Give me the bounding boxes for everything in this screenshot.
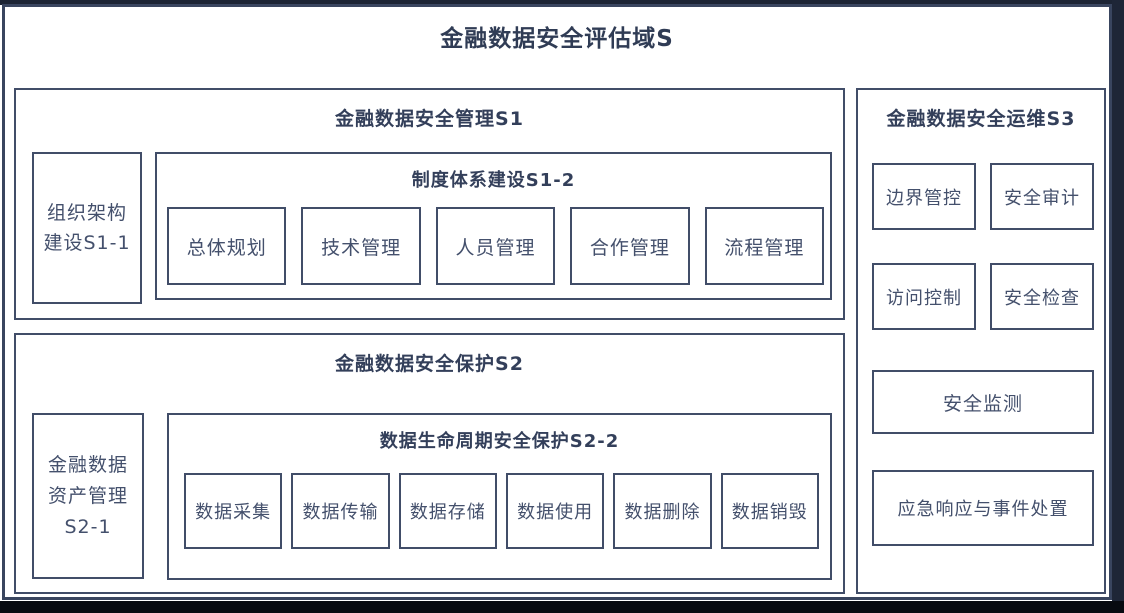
- s1-2-items-row: 总体规划 技术管理 人员管理 合作管理 流程管理: [167, 207, 825, 285]
- s2-2-item-data-deletion: 数据删除: [613, 473, 712, 549]
- window-top-edge: [0, 0, 1124, 5]
- s2-1-data-asset-management-box: 金融数据 资产管理 S2-1: [32, 413, 144, 579]
- diagram-title: 金融数据安全评估域S: [440, 26, 674, 52]
- s3-item-access-control: 访问控制: [872, 263, 976, 330]
- s1-2-item-overall-planning: 总体规划: [167, 207, 287, 285]
- s3-item-emergency-response: 应急响应与事件处置: [872, 470, 1094, 546]
- s1-2-item-technology-management: 技术管理: [301, 207, 421, 285]
- window-right-edge: [1112, 0, 1124, 613]
- s2-1-line1: 金融数据: [47, 453, 128, 476]
- s2-2-item-data-transmission: 数据传输: [291, 473, 390, 549]
- s2-2-title: 数据生命周期安全保护S2-2: [379, 431, 620, 452]
- s2-title: 金融数据安全保护S2: [335, 353, 524, 375]
- s2-2-item-data-collection: 数据采集: [184, 473, 283, 549]
- s3-item-security-inspection: 安全检查: [990, 263, 1094, 330]
- section-s1-security-management: 金融数据安全管理S1 组织架构 建设S1-1 制度体系建设S1-2 总体规划 技…: [14, 88, 845, 320]
- s2-2-lifecycle-protection-box: 数据生命周期安全保护S2-2 数据采集 数据传输 数据存储 数据使用 数据删除 …: [167, 413, 832, 580]
- s2-2-item-data-storage: 数据存储: [398, 473, 497, 549]
- s3-title: 金融数据安全运维S3: [886, 108, 1076, 130]
- s1-title: 金融数据安全管理S1: [335, 108, 524, 130]
- s2-2-item-data-destruction: 数据销毁: [720, 473, 819, 549]
- s1-1-line1: 组织架构: [46, 202, 127, 224]
- s1-1-line2: 建设S1-1: [43, 232, 131, 254]
- s1-2-item-personnel-management: 人员管理: [435, 207, 556, 285]
- s2-2-items-row: 数据采集 数据传输 数据存储 数据使用 数据删除 数据销毁: [184, 473, 819, 549]
- s3-item-security-monitoring: 安全监测: [872, 370, 1094, 434]
- evaluation-domain-box: 金融数据安全评估域S 金融数据安全管理S1 组织架构 建设S1-1 制度体系建设…: [2, 4, 1112, 600]
- section-s3-security-operations: 金融数据安全运维S3 边界管控 安全审计 访问控制 安全检查 安全监测 应急响应…: [856, 88, 1106, 594]
- s3-grid: 边界管控 安全审计 访问控制 安全检查: [872, 163, 1094, 330]
- section-s2-security-protection: 金融数据安全保护S2 金融数据 资产管理 S2-1 数据生命周期安全保护S2-2…: [14, 333, 845, 594]
- s3-item-security-audit: 安全审计: [990, 163, 1094, 230]
- s1-1-organization-structure-box: 组织架构 建设S1-1: [32, 152, 142, 304]
- s3-item-boundary-control: 边界管控: [872, 163, 976, 230]
- s2-1-line2: 资产管理: [47, 484, 128, 507]
- s2-2-item-data-usage: 数据使用: [505, 473, 605, 549]
- window-bottom-edge: [0, 601, 1124, 613]
- s1-2-item-cooperation-management: 合作管理: [570, 207, 690, 285]
- s1-2-system-construction-box: 制度体系建设S1-2 总体规划 技术管理 人员管理 合作管理 流程管理: [155, 152, 832, 300]
- s2-1-line3: S2-1: [64, 515, 112, 538]
- s1-2-title: 制度体系建设S1-2: [411, 170, 576, 191]
- s1-2-item-process-management: 流程管理: [704, 207, 825, 285]
